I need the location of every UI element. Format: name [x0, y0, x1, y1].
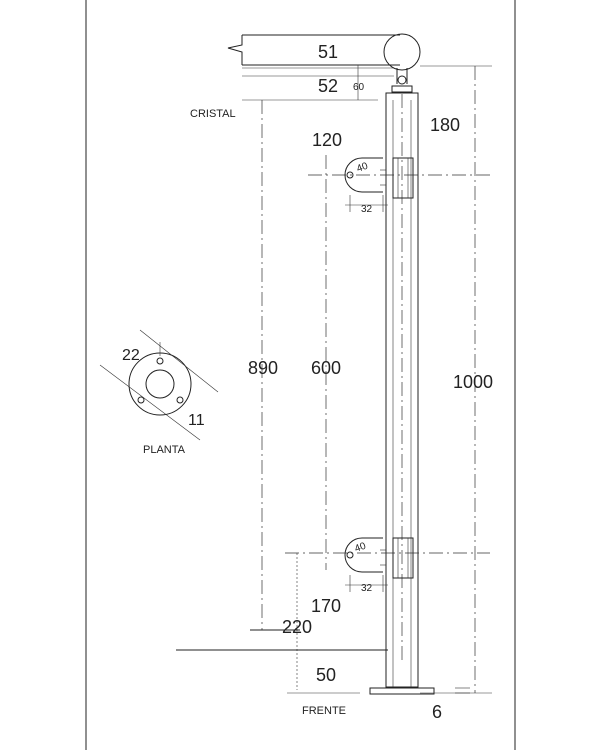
dim-32-bottom: 32: [361, 583, 373, 594]
dim-170: 170: [311, 596, 341, 616]
label-planta: PLANTA: [143, 444, 186, 456]
plan-view-plate: [99, 329, 219, 441]
dim-32-top: 32: [361, 204, 373, 215]
dim-32-top-lines: [345, 195, 388, 212]
glass-clamp-bottom: [344, 537, 414, 579]
dim-890: 890: [248, 358, 278, 378]
base-plate: [369, 687, 435, 695]
dim-60: 60: [353, 82, 365, 93]
dim-6: 6: [432, 702, 442, 722]
dim-40-top: 40: [355, 161, 370, 175]
dim-600: 600: [311, 358, 341, 378]
dim-180: 180: [430, 115, 460, 135]
dim-32-bottom-lines: [345, 575, 388, 592]
dim-52: 52: [318, 76, 338, 96]
ball-cap: [383, 33, 421, 71]
dim-220: 220: [282, 617, 312, 637]
label-cristal: CRISTAL: [190, 108, 236, 120]
ball-connector: [391, 68, 413, 93]
dim-50: 50: [316, 665, 336, 685]
label-frente: FRENTE: [302, 705, 346, 717]
dim-1000: 1000: [453, 372, 493, 392]
dim-51: 51: [318, 42, 338, 62]
dim-11: 11: [188, 412, 205, 429]
dim-40-bottom: 40: [353, 541, 368, 555]
dim-22: 22: [122, 347, 140, 364]
dim-120: 120: [312, 130, 342, 150]
handrail: [227, 34, 400, 101]
